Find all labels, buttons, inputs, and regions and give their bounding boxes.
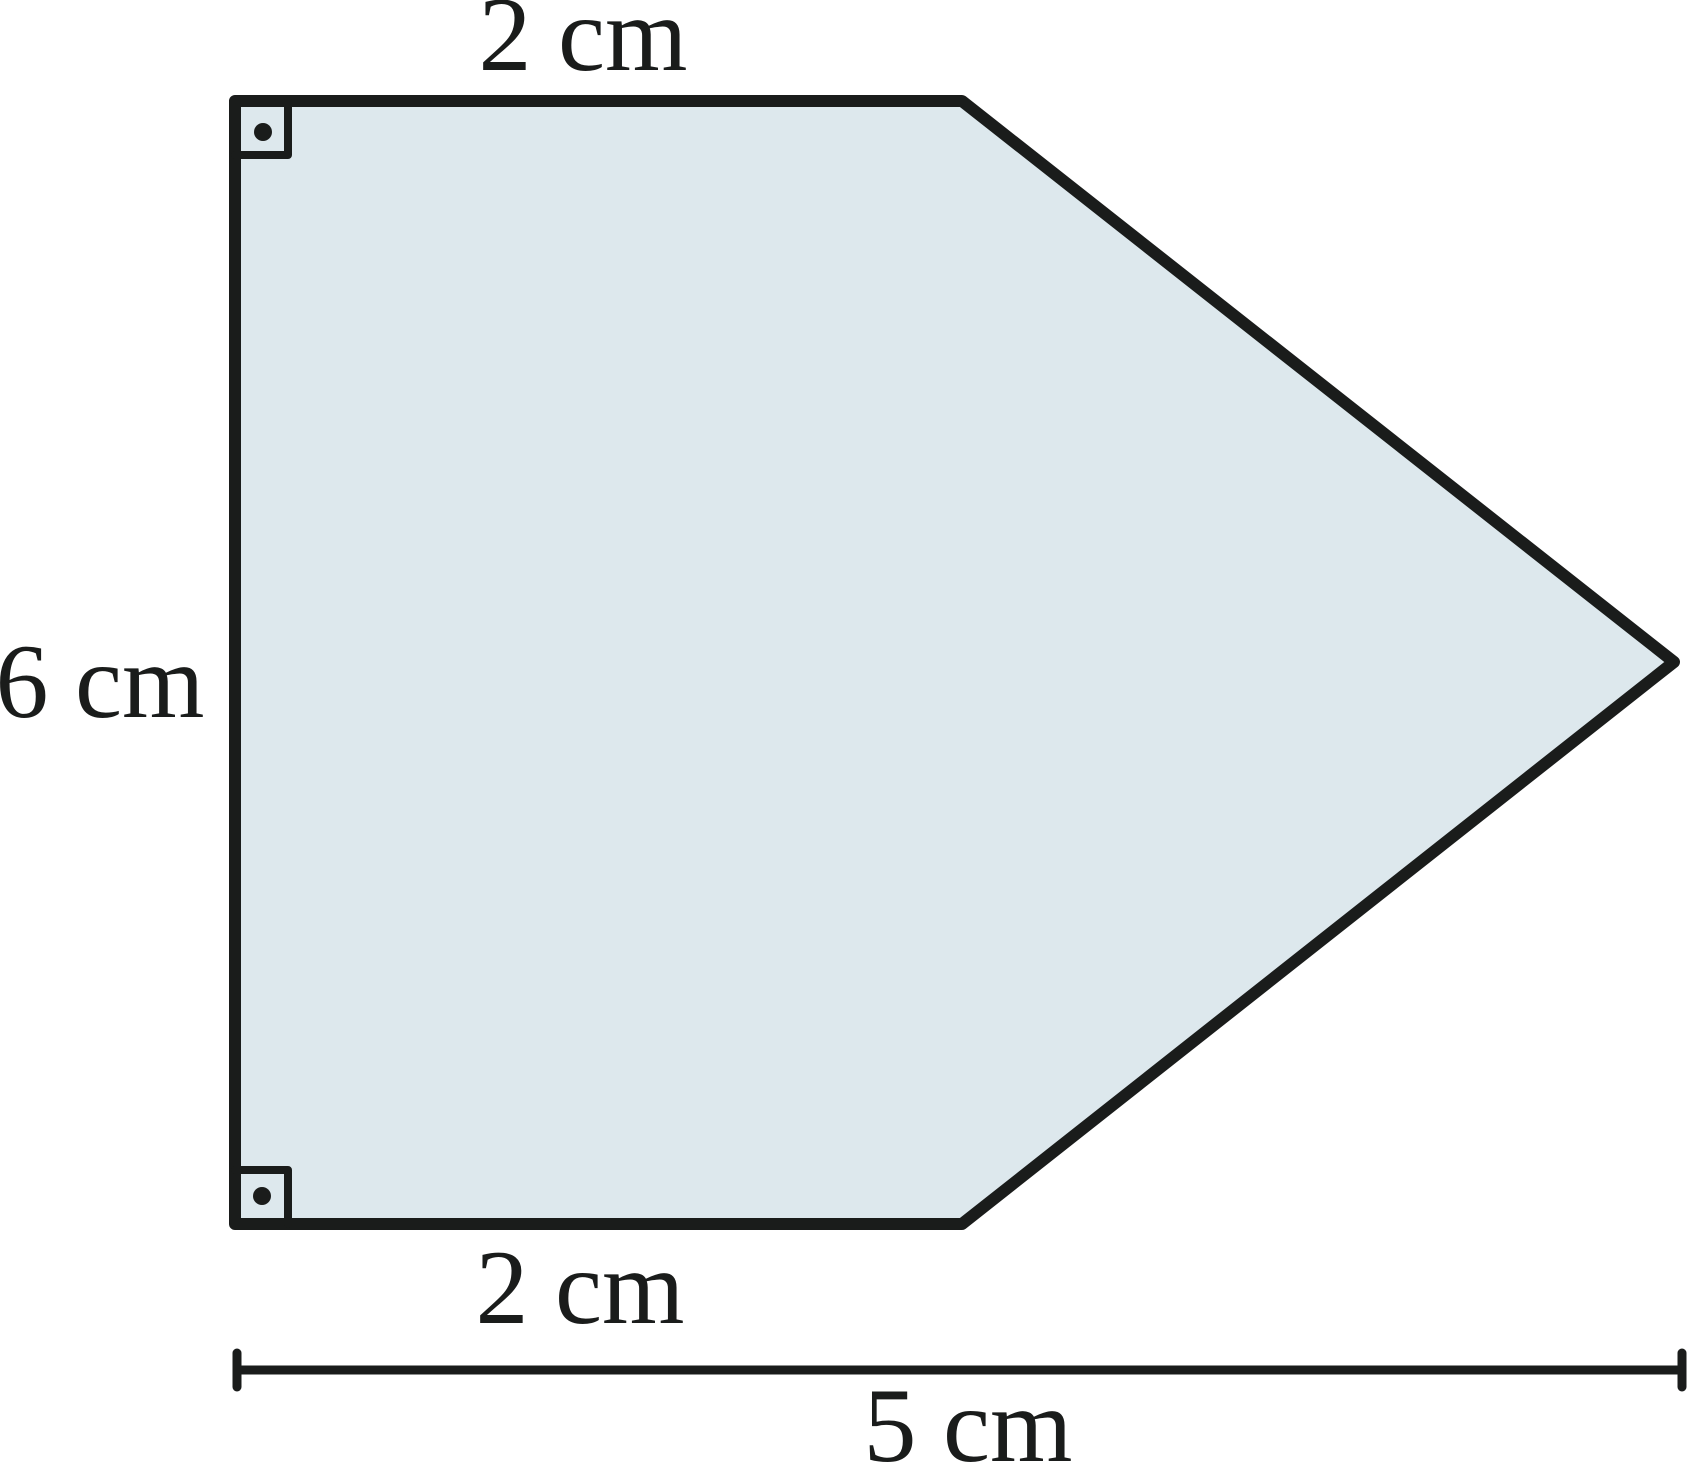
right-angle-mark-top xyxy=(231,97,292,159)
top-side-label: 2 cm xyxy=(479,0,688,93)
right-angle-mark-bottom xyxy=(231,1166,292,1228)
width-dimension-line xyxy=(232,1348,1687,1392)
left-side-label: 6 cm xyxy=(0,623,205,740)
pentagon-shape xyxy=(229,95,1680,1230)
bottom-side-label: 2 cm xyxy=(476,1229,685,1346)
right-angle-dot-top xyxy=(254,123,272,141)
overall-width-label: 5 cm xyxy=(864,1367,1073,1469)
right-angle-dot-bottom xyxy=(253,1187,271,1205)
